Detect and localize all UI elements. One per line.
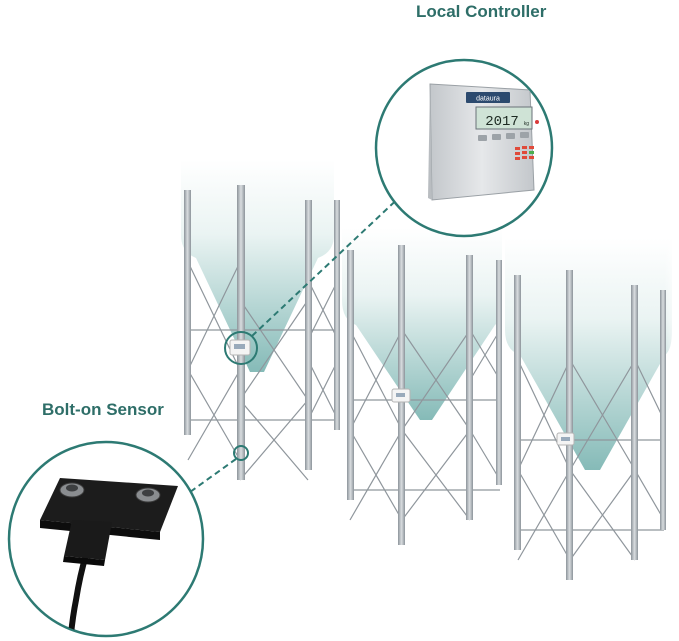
controller-key [520,132,529,138]
silo-left-leg [334,200,340,430]
silo-right-bracing [517,359,665,561]
silo-middle-leg [347,250,354,500]
silo-left-leg [305,200,312,470]
controller-lcd [475,106,533,130]
silo-right-leg [566,270,573,580]
controller-reading: 2017 [485,114,519,130]
controller-keypad [515,146,534,160]
controller-leader-line [251,191,406,337]
silo-middle-leg [466,255,473,520]
sensor-leader-line [189,458,237,493]
sensor-label: Bolt-on Sensor [42,400,164,419]
sensor-icon [40,478,178,635]
controller-key [492,134,501,140]
silo-right-leg [631,285,638,560]
sensor-callout [7,440,249,638]
silo-middle [342,228,502,545]
controller-highlight-ring [224,331,258,365]
silo-left-bracing [187,261,339,481]
sensor-highlight-ring [233,445,249,461]
silo-left-body [181,160,334,372]
silo-right [505,230,679,580]
silo-left-leg [184,190,191,435]
silo-right-leg [660,290,666,530]
silo-left [181,160,340,481]
silo-middle-bracing [349,329,501,521]
controller-icon: dataura 2017 kg [428,83,539,201]
controller-key [506,133,515,139]
controller-unit: kg [524,121,530,127]
controller-key [478,135,487,141]
silo-middle-body [342,228,502,420]
controller-brand: dataura [476,96,500,103]
silo-right-leg [514,275,521,550]
controller-callout: dataura 2017 kg [224,58,554,365]
silo-middle-leg [496,260,502,485]
controller-led [535,120,539,124]
controller-label: Local Controller [416,2,547,21]
